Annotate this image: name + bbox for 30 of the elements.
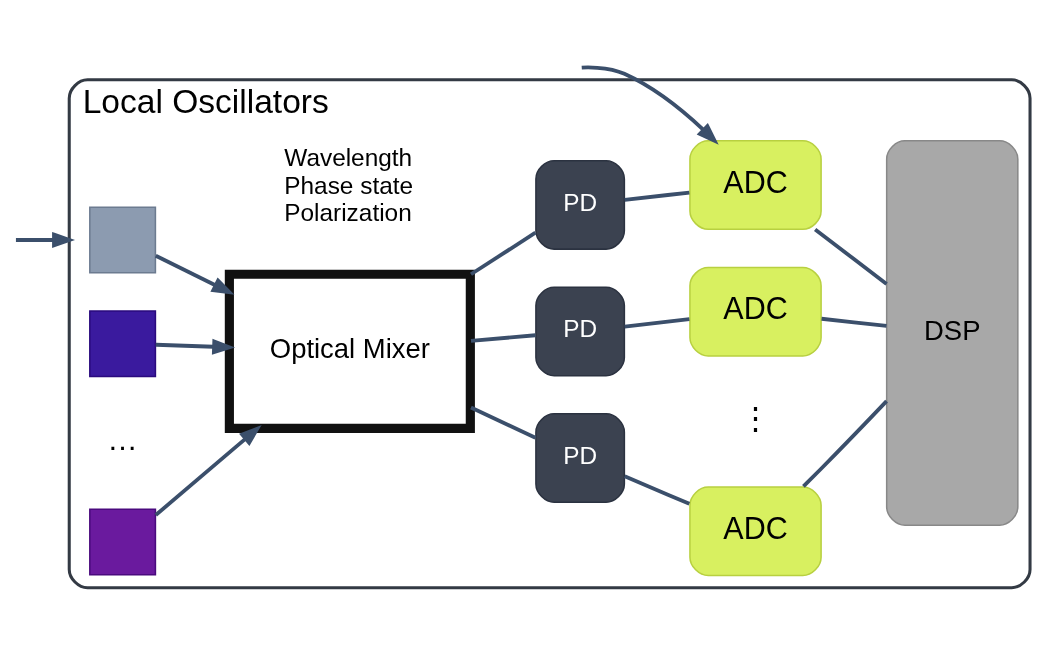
label: ⋮ (740, 400, 772, 435)
node-box: PD (535, 159, 626, 250)
connector (470, 332, 536, 343)
node-label: Wavelength (284, 143, 413, 171)
arrow (15, 231, 75, 248)
node-box: PD (535, 412, 626, 503)
node-box: ADC (689, 485, 822, 576)
connector (470, 405, 537, 439)
node-box: ADC (689, 266, 822, 357)
node-box: ADC (689, 139, 822, 230)
connector (821, 316, 887, 328)
node-box: DSP (885, 139, 1019, 526)
node-box (89, 309, 157, 377)
node-box: PD (535, 286, 626, 376)
node-box (89, 205, 157, 274)
arrow (154, 253, 235, 295)
label: … (107, 421, 138, 456)
arrow (581, 65, 719, 145)
connector (469, 230, 537, 276)
arrow (154, 424, 262, 516)
node-label: Polarization (284, 198, 412, 226)
connector (814, 227, 888, 286)
connector (802, 399, 888, 488)
node-box: Optical Mixer (224, 269, 475, 433)
node-box (89, 507, 157, 575)
arrow (155, 338, 236, 355)
node-label: Phase state (284, 171, 414, 199)
connector (624, 190, 690, 202)
connector (624, 316, 690, 328)
connector (623, 474, 691, 506)
